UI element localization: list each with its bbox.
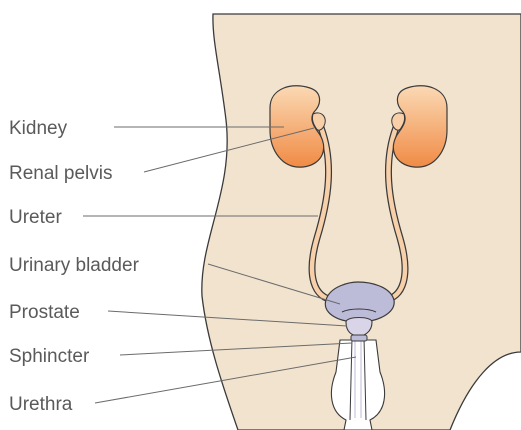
sphincter	[351, 335, 367, 341]
label-renal-pelvis: Renal pelvis	[9, 163, 113, 184]
label-urethra: Urethra	[9, 394, 73, 415]
label-urinary-bladder: Urinary bladder	[9, 255, 140, 276]
label-kidney: Kidney	[9, 118, 68, 139]
label-ureter: Ureter	[9, 207, 62, 228]
label-sphincter: Sphincter	[9, 346, 90, 367]
label-prostate: Prostate	[9, 302, 80, 323]
urinary-bladder	[325, 282, 394, 322]
